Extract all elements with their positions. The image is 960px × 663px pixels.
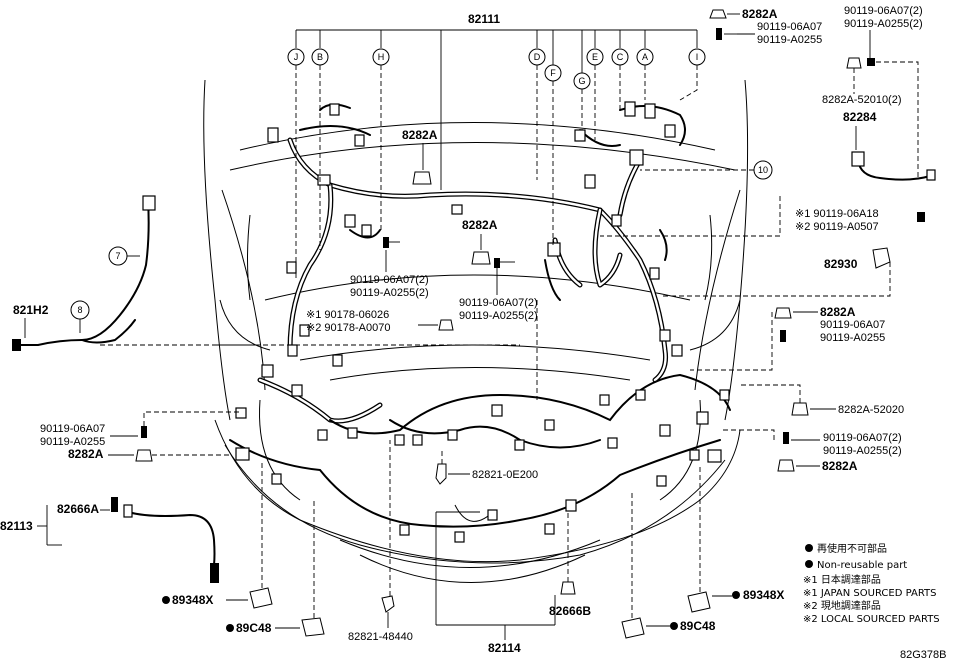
label-right-bolt-mid-1: 90119-06A07 [820,319,885,331]
letter-callouts: J B H D F G E C [287,48,706,90]
svg-text:10: 10 [758,165,768,175]
label-821h2: 821H2 [13,303,49,317]
diagram-code: 82G378B [900,649,946,661]
legend: 再使用不可部品 Non-reusable part ※1 日本調達部品 ※1 J… [803,542,940,625]
callout-f: F [544,64,562,82]
sensor-0e200-group: 82821-0E200 [435,448,538,485]
label-8282a-left: 8282A [68,447,104,461]
label-82284: 82284 [843,110,877,124]
label-right-mark-1: ※1 90119-06A18 [795,208,879,220]
callout-8: 8 [77,305,82,315]
label-90119-a0255-top: 90119-A0255 [757,34,822,46]
svg-text:H: H [378,52,385,62]
label-bolt-mid-2: 90119-A0255(2) [459,310,538,322]
callout-10: 10 [640,160,773,180]
label-right-bolt-low-2: 90119-A0255(2) [823,445,902,457]
label-bolt-mid-1: 90119-06A07(2) [459,297,538,309]
label-82930: 82930 [824,257,858,271]
svg-text:C: C [617,52,624,62]
svg-text:G: G [578,76,585,86]
label-89c48-left: 89C48 [236,621,272,635]
label-82666a: 82666A [57,502,99,516]
label-89348x-right: 89348X [743,588,784,602]
svg-text:A: A [642,52,648,62]
left-parts-group: 7 8 821H2 90119-06A07 90119-A0255 8282A … [0,195,260,583]
label-clip-1: ※1 90178-06026 [306,309,389,321]
label-far-right-2: 90119-A0255(2) [844,18,923,30]
svg-text:I: I [696,52,699,62]
label-8282a-52020: 8282A-52020 [838,404,904,416]
svg-text:E: E [592,52,598,62]
callout-j: J [287,48,305,66]
callout-d: D [528,48,546,66]
label-far-right-1: 90119-06A07(2) [844,5,923,17]
label-82114: 82114 [488,641,521,655]
label-8282a-center-1: 8282A [402,128,438,142]
label-clip-2: ※2 90178-A0070 [306,322,390,334]
callout-b: B [311,48,329,66]
part-82284-group: 90119-06A07(2) 90119-A0255(2) 8282A-5201… [822,5,936,181]
right-parts-group: ※1 90119-06A18 ※2 90119-A0507 82930 8282… [600,196,925,473]
callout-g: G [573,72,591,90]
label-82821-48440: 82821-48440 [348,631,413,643]
label-82821-0e200: 82821-0E200 [472,469,538,481]
harness-connectors [235,101,730,543]
label-90119-06a07-top: 90119-06A07 [757,21,822,33]
legend-line-2: Non-reusable part [817,560,907,571]
label-82666b: 82666B [549,604,591,618]
label-right-bolt-low-1: 90119-06A07(2) [823,432,902,444]
label-bolt-left-1: 90119-06A07(2) [350,274,429,286]
legend-line-1: 再使用不可部品 [817,542,887,555]
callout-a: A [636,48,654,66]
svg-text:D: D [534,52,541,62]
label-8282a-52010: 8282A-52010(2) [822,94,902,106]
callout-i: I [688,48,706,66]
label-89c48-right: 89C48 [680,619,716,633]
bottom-parts-group: 89348X 89C48 82821-48440 82114 82666B 89… [162,440,784,655]
top-right-clamp-group: 8282A 90119-06A07 90119-A0255 [709,7,822,46]
label-bolt-left-2: 90119-A0255(2) [350,287,429,299]
label-left-bolt-1: 90119-06A07 [40,423,105,435]
top-leader-tree: 82111 [295,12,698,190]
label-89348x-left: 89348X [172,593,213,607]
label-8282a-center-2: 8282A [462,218,498,232]
label-right-bolt-mid-2: 90119-A0255 [820,332,885,344]
label-right-mark-2: ※2 90119-A0507 [795,221,879,233]
label-8282a-right-mid: 8282A [820,305,856,319]
label-82111: 82111 [468,12,500,26]
callout-h: H [372,48,390,66]
callout-7: 7 [115,251,120,261]
legend-line-5: ※2 現地調達部品 [803,599,881,612]
label-left-bolt-2: 90119-A0255 [40,436,105,448]
callout-dashed-leaders [295,65,698,400]
center-clamp-group: 8282A 8282A 90119-06A07(2) 90119-A0255(2… [215,128,538,346]
svg-text:J: J [294,52,299,62]
label-8282a-top: 8282A [742,7,778,21]
label-8282a-right-low: 8282A [822,459,858,473]
svg-text:B: B [317,52,323,62]
label-82113: 82113 [0,519,33,533]
svg-text:F: F [550,68,556,78]
callout-c: C [611,48,629,66]
legend-line-3: ※1 日本調達部品 [803,573,881,586]
legend-line-6: ※2 LOCAL SOURCED PARTS [803,614,940,625]
legend-line-4: ※1 JAPAN SOURCED PARTS [803,588,937,599]
callout-e: E [586,48,604,66]
